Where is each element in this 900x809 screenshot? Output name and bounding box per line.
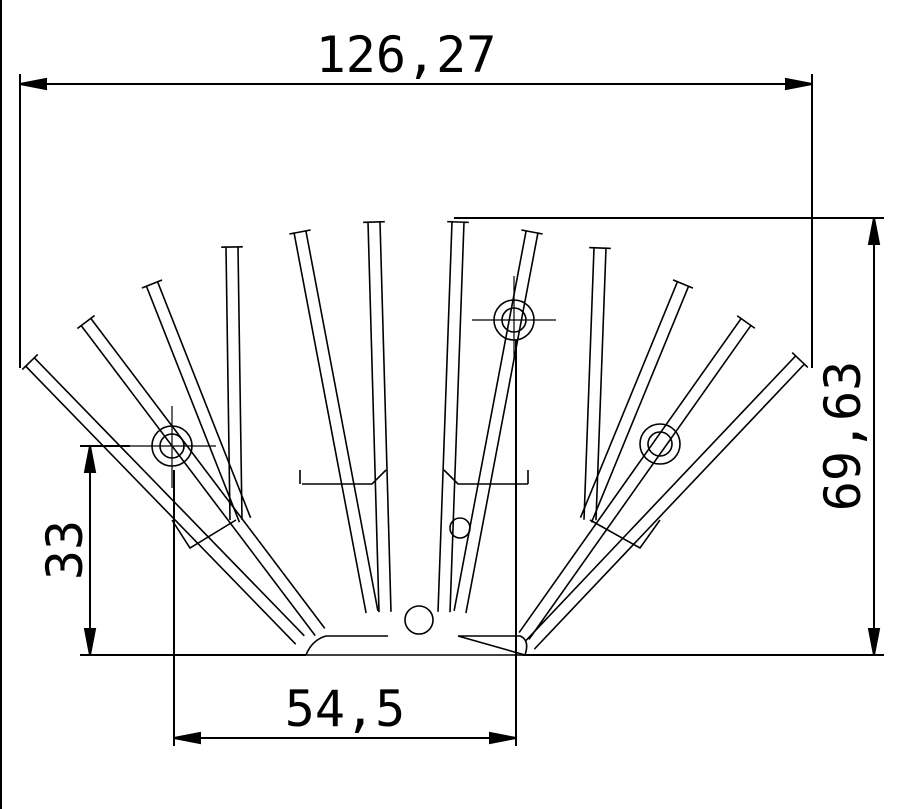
fin-9	[583, 246, 611, 521]
base-plate	[305, 635, 528, 656]
fin-1	[21, 353, 305, 645]
mounting-hole-right	[639, 423, 681, 465]
fin-7	[437, 220, 469, 613]
fin-12	[525, 351, 809, 650]
dimension-hole-height-label: 33	[36, 520, 94, 580]
fin-2	[76, 314, 326, 637]
fin-branches-inner	[302, 469, 528, 485]
dimension-hole-spacing	[173, 340, 517, 746]
dimension-overall-height-label: 69,63	[814, 361, 872, 512]
fin-3	[141, 279, 252, 523]
fin-10	[579, 279, 694, 523]
center-clip-slot	[404, 517, 471, 635]
dimension-overall-width-label: 126,27	[316, 26, 497, 84]
fin-4	[221, 246, 243, 521]
dimension-hole-spacing-label: 54,5	[285, 680, 405, 738]
fin-branches-outer	[171, 519, 661, 550]
fin-5	[289, 229, 379, 614]
heatsink-profile	[21, 220, 809, 656]
mounting-hole-center	[472, 276, 556, 360]
dimension-hole-height	[80, 445, 306, 656]
fin-8	[453, 229, 543, 614]
fin-branch-ends	[299, 470, 529, 484]
fin-11	[518, 315, 756, 640]
mounting-holes	[86, 276, 681, 635]
dimension-overall-height	[454, 217, 884, 656]
fin-6	[363, 220, 392, 613]
dimension-overall-width	[19, 74, 813, 368]
